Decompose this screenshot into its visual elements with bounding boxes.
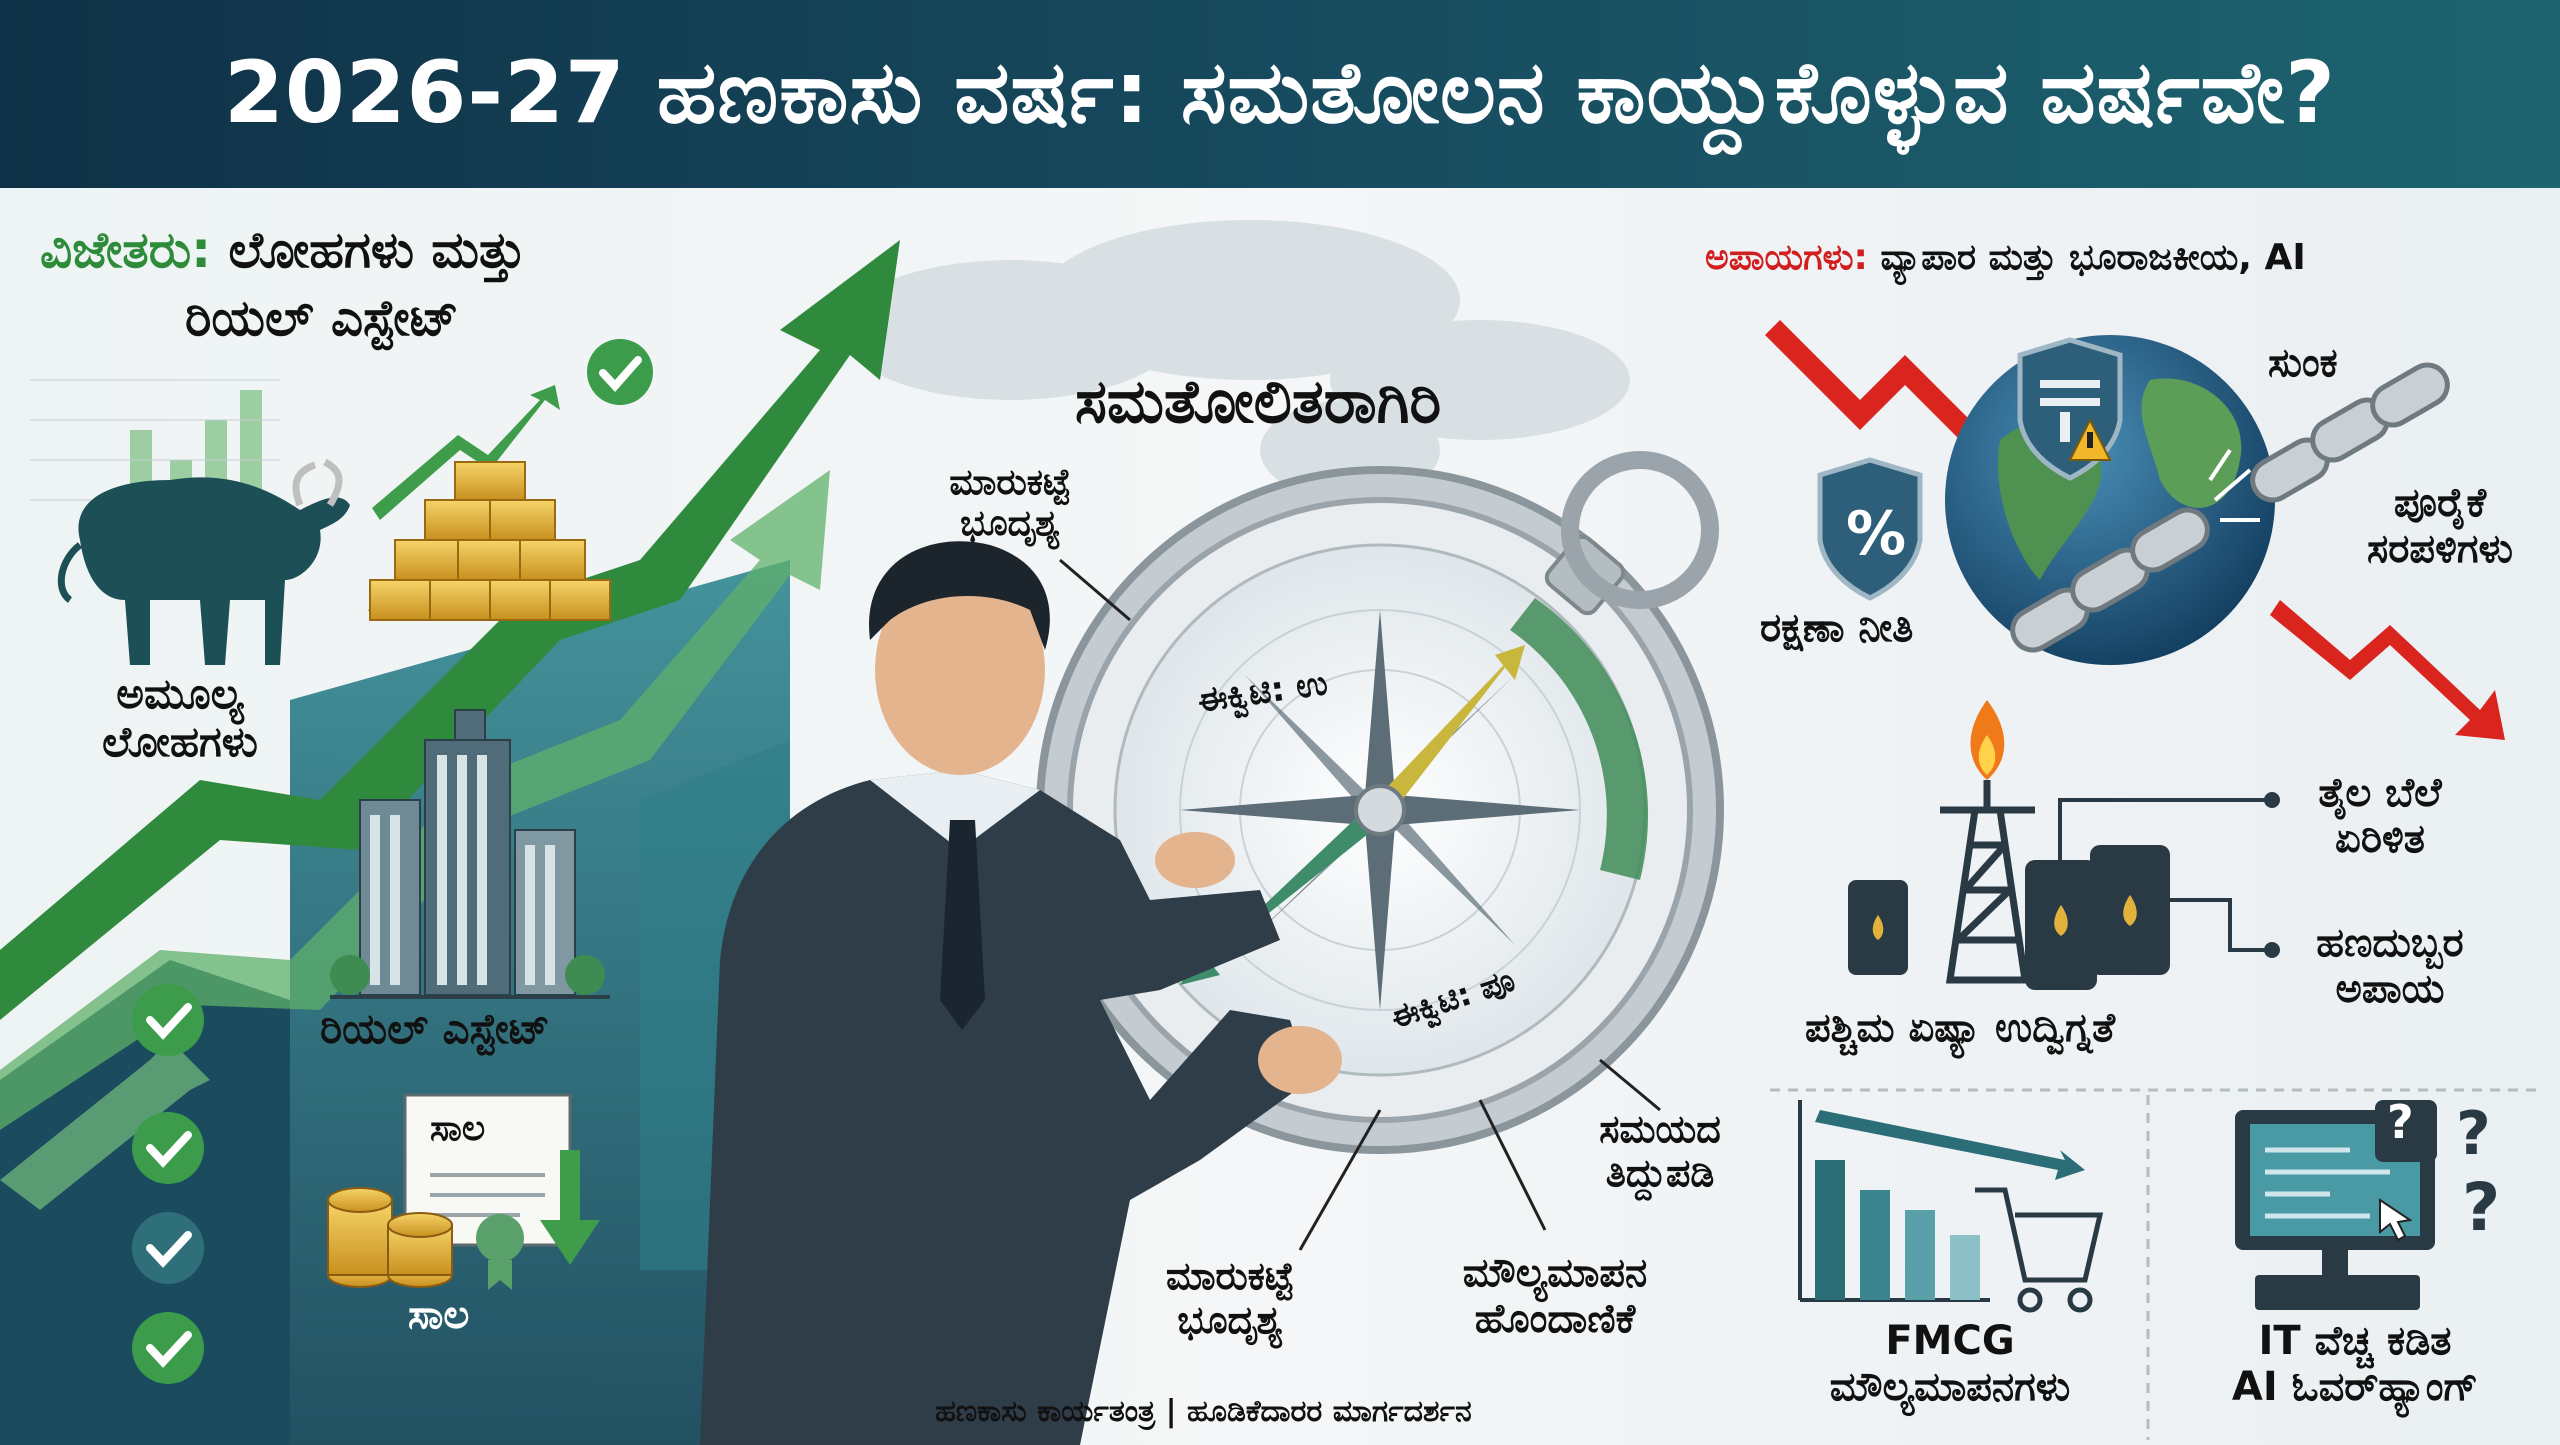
valuation-adjustment: ಮೌಲ್ಯಮಾಪನ ಹೊಂದಾಣಿಕೆ [1405,1250,1705,1342]
precious-metals-label: ಅಮೂಲ್ಯ ಲೋಹಗಳು [50,669,310,767]
valuation-line1: ಮೌಲ್ಯಮಾಪನ [1462,1250,1648,1296]
gold-bars [367,461,611,622]
infographic-illustration: W [0,188,2560,1445]
risks-heading-rest: ವ್ಯಾಪಾರ ಮತ್ತು ಭೂರಾಜಕೀಯ, AI [1880,237,2306,278]
compass: W [1036,451,1724,1154]
percent-shield-icon [1817,457,1923,601]
shield-alert-icon [2017,337,2123,481]
inflation-risk-label: ಹಣದುಬ್ಬರ ಅಪಾಯ [2290,920,2490,1012]
question-mark-icon: ? [2456,1099,2491,1169]
inflation-line2: ಅಪಾಯ [2335,966,2445,1012]
percent-symbol: % [1846,499,1907,569]
fmcg-line1: FMCG [1885,1318,2015,1364]
coins-icon [327,1187,453,1288]
winners-heading-line2: ರಿಯಲ್ ಎಸ್ಟೇಟ್ [185,289,459,347]
winners-heading-line1: ಲೋಹಗಳು ಮತ್ತು [228,221,526,279]
market-landscape-top: ಮಾರುಕಟ್ಟೆ ಭೂದೃಶ್ಯ [900,462,1120,545]
green-up-arrows [0,240,900,1210]
shopping-cart-icon [1975,1187,2104,1313]
fmcg-line2: ಮೌಲ್ಯಮಾಪನಗಳು [1829,1364,2071,1410]
computer-monitor-icon [2235,1100,2437,1310]
oil-barrels-icon [1848,845,2170,990]
it-spending-label: IT ವೆಚ್ಚ ಕಡಿತ AI ಓವರ್‌ಹ್ಯಾಂಗ್ [2170,1318,2540,1410]
flame-icon [1970,700,2005,780]
header-bar [0,0,2560,188]
precious-metals-line1: ಅಮೂಲ್ಯ [116,669,244,718]
footer-text: ಹಣಕಾಸು ಕಾರ್ಯತಂತ್ರ | ಹೂಡಿಕೆದಾರರ ಮಾರ್ಗದರ್ಶ… [935,1394,1472,1429]
small-green-arrow [372,385,560,520]
market-landscape-top-line2: ಭೂದೃಶ್ಯ [960,503,1060,545]
winners-heading-prefix: ವಿಜೇತರು: [40,221,212,279]
market-landscape-bottom-line1: ಮಾರುಕಟ್ಟೆ [1166,1254,1294,1298]
businessman-figure [700,541,1342,1445]
precious-metals-line2: ಲೋಹಗಳು [102,717,258,767]
winners-heading: ವಿಜೇತರು: ಲೋಹಗಳು ಮತ್ತು [40,221,526,280]
protectionism-label: ರಕ್ಷಣಾ ನೀತಿ [1760,605,1914,651]
oil-line2: ಏರಿಳಿತ [2335,816,2425,862]
broken-chain-icon [2010,362,2450,653]
bull-figure [57,458,350,665]
question-mark-icon: ? [2462,1169,2501,1246]
down-arrow-icon [540,1150,600,1265]
market-landscape-bottom: ಮಾರುಕಟ್ಟೆ ಭೂದೃಶ್ಯ [1120,1254,1340,1342]
inflation-line1: ಹಣದುಬ್ಬರ [2316,920,2464,966]
oil-rig-icon [1940,780,2035,984]
red-down-arrow-right [2270,600,2505,740]
real-estate-label: ರಿಯಲ್ ಎಸ್ಟೇಟ್ [320,1004,550,1053]
time-correction: ಸಮಯದ ತಿದ್ದುಪಡಿ [1570,1107,1750,1195]
red-down-arrow-top [1765,320,1990,455]
it-line2: AI ಓವರ್‌ಹ್ಯಾಂಗ್ [2231,1364,2479,1410]
time-line1: ಸಮಯದ [1599,1107,1721,1151]
check-icon [587,339,653,405]
page-title: 2026-27 ಹಣಕಾಸು ವರ್ಷ: ಸಮತೋಲನ ಕಾಯ್ದುಕೊಳ್ಳು… [224,43,2336,143]
tariff-label: ಸುಂಕ [2268,340,2338,386]
it-line1: IT ವೆಚ್ಚ ಕಡಿತ [2258,1318,2452,1364]
pointer-lines [1059,558,1661,1251]
west-asia-label: ಪಶ್ಚಿಮ ಏಷ್ಯಾ ಉದ್ವಿಗ್ನತೆ [1805,1005,2115,1051]
time-line2: ತಿದ್ದುಪಡಿ [1605,1150,1715,1195]
fmcg-bar-chart-icon [1798,1100,2085,1302]
market-landscape-bottom-line2: ಭೂದೃಶ್ಯ [1177,1297,1283,1342]
connector-lines-oil [2058,798,2270,952]
risks-heading-prefix: ಅಪಾಯಗಳು: [1705,237,1868,278]
loan-document-label: ಸಾಲ [430,1108,486,1149]
risks-heading: ಅಪಾಯಗಳು: ವ್ಯಾಪಾರ ಮತ್ತು ಭೂರಾಜಕೀಯ, AI [1705,237,2306,278]
market-landscape-top-line1: ಮಾರುಕಟ್ಟೆ [949,462,1071,503]
fmcg-label: FMCG ಮೌಲ್ಯಮಾಪನಗಳು [1765,1318,2135,1410]
supply-chain-label: ಪೂರೈಕೆ ಸರಪಳಿಗಳು [2325,480,2555,572]
supply-line2: ಸರಪಳಿಗಳು [2367,526,2513,572]
oil-line1: ತೈಲ ಬೆಲೆ [2318,770,2442,816]
question-icon: ? [2387,1095,2414,1149]
loan-label: ಸಾಲ [408,1292,470,1338]
balance-heading: ಸಮತೋಲಿತರಾಗಿರಿ [1075,367,1442,437]
valuation-line2: ಹೊಂದಾಣಿಕೆ [1474,1296,1636,1342]
oil-price-label: ತೈಲ ಬೆಲೆ ಏರಿಳಿತ [2290,770,2470,862]
buildings-icon [330,709,610,999]
supply-line1: ಪೂರೈಕೆ [2393,480,2487,526]
